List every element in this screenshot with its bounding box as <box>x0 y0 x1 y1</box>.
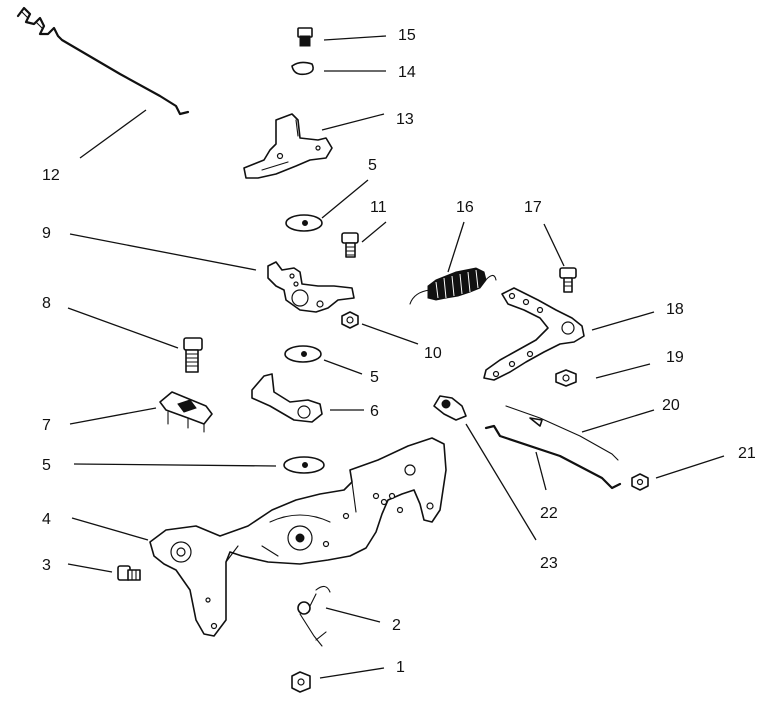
callout-2: 2 <box>392 617 401 634</box>
callout-10: 10 <box>424 345 442 362</box>
part-15-screw <box>297 27 313 47</box>
callout-4: 4 <box>42 511 51 528</box>
part-9-throttle-lever <box>267 261 355 313</box>
callout-14: 14 <box>398 64 416 81</box>
part-6-lever-plate <box>251 373 323 423</box>
part-5-washer-middle <box>284 345 322 363</box>
part-16-spring <box>409 267 497 305</box>
part-5-washer-lower <box>283 456 325 474</box>
part-2-spring <box>297 585 331 647</box>
part-10-nut <box>341 311 359 329</box>
callout-12: 12 <box>42 167 60 184</box>
callout-7: 7 <box>42 417 51 434</box>
part-4-main-bracket <box>149 437 447 637</box>
part-14-washer <box>291 61 314 76</box>
callout-16: 16 <box>456 199 474 216</box>
callout-22: 22 <box>540 505 558 522</box>
callout-9: 9 <box>42 225 51 242</box>
callout-20: 20 <box>662 397 680 414</box>
part-13-bracket <box>243 113 333 179</box>
callout-5-lower: 5 <box>42 457 51 474</box>
part-23-cable-clamp <box>433 395 467 421</box>
leader-lines <box>67 35 725 679</box>
callout-3: 3 <box>42 557 51 574</box>
part-12-link-rod <box>16 6 190 116</box>
callout-labels: 15 14 13 12 5 11 16 17 9 8 18 10 19 5 20… <box>42 27 756 676</box>
callout-15: 15 <box>398 27 416 44</box>
callout-1: 1 <box>396 659 405 676</box>
callout-11: 11 <box>370 199 387 216</box>
callout-6: 6 <box>370 403 379 420</box>
callout-17: 17 <box>524 199 542 216</box>
part-21-nut <box>631 473 649 491</box>
part-1-nut <box>291 671 311 693</box>
part-19-nut <box>555 369 577 387</box>
callout-19: 19 <box>666 349 684 366</box>
part-18-control-lever <box>483 287 585 381</box>
callout-21: 21 <box>738 445 756 462</box>
part-3-screw <box>117 565 141 581</box>
callout-5-middle: 5 <box>370 369 379 386</box>
callout-23: 23 <box>540 555 558 572</box>
callout-8: 8 <box>42 295 51 312</box>
part-7-clip <box>159 391 213 433</box>
callout-18: 18 <box>666 301 684 318</box>
part-8-stud <box>183 337 203 373</box>
part-20-wire <box>505 405 619 461</box>
callout-13: 13 <box>396 111 414 128</box>
part-17-bolt <box>559 267 577 293</box>
part-22-rod <box>484 424 622 490</box>
callout-5-top: 5 <box>368 157 377 174</box>
part-11-bolt <box>341 232 359 258</box>
part-5-washer-top <box>285 214 323 232</box>
